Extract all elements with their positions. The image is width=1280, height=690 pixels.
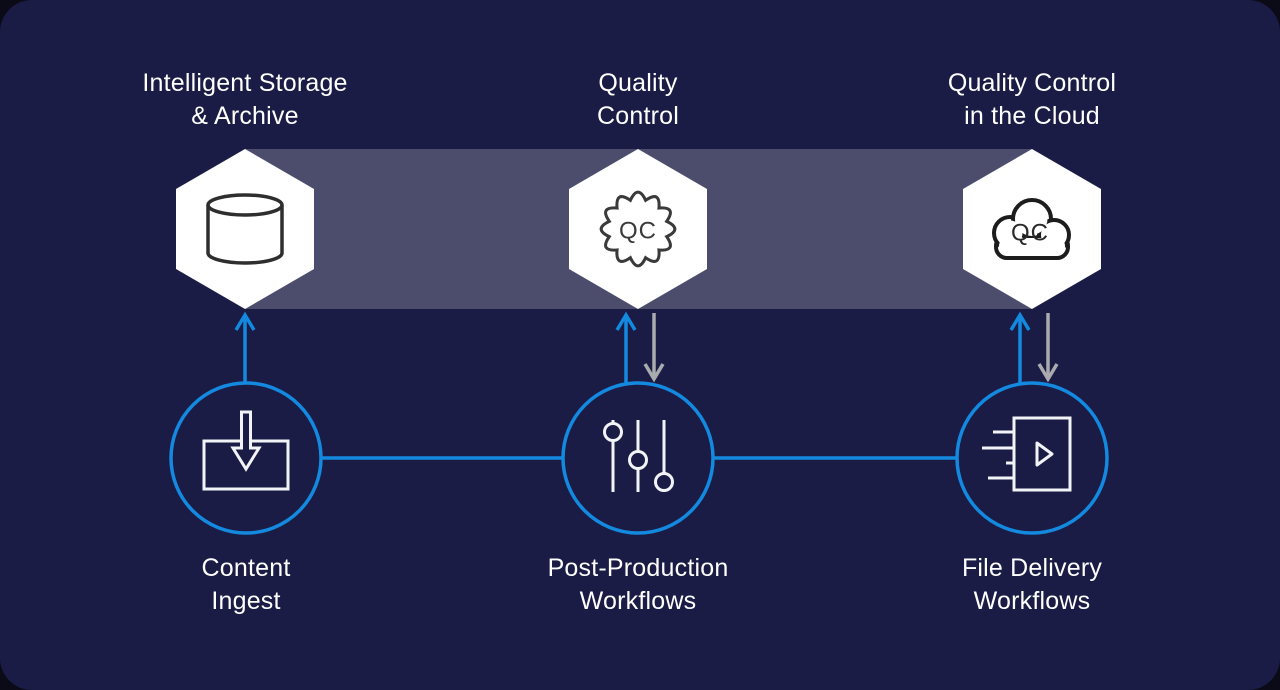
- label-intelligent-storage: Intelligent Storage & Archive: [65, 67, 425, 133]
- label-line: & Archive: [191, 102, 299, 130]
- qc-cloud-text: QC: [1011, 220, 1049, 247]
- storage-cylinder-icon: [206, 193, 284, 265]
- label-post-production: Post-Production Workflows: [458, 552, 818, 618]
- qc-badge-text: QC: [619, 218, 657, 245]
- qc-cloud-icon: [992, 198, 1071, 260]
- label-line: File Delivery: [961, 554, 1103, 582]
- label-line: in the Cloud: [964, 102, 1100, 130]
- up-arrow-ingest-to-storage: [234, 311, 256, 384]
- sliders-icon: [603, 420, 674, 492]
- label-line: Quality: [598, 69, 678, 97]
- label-line: Workflows: [973, 587, 1091, 615]
- label-file-delivery: File Delivery Workflows: [852, 552, 1212, 618]
- label-line: Ingest: [211, 587, 281, 615]
- up-arrow-delivery-to-cloudqc: [1009, 311, 1031, 384]
- up-arrow-postprod-to-qc: [615, 311, 637, 384]
- ingest-arrow-box-icon: [202, 410, 290, 491]
- down-arrow-cloudqc-to-delivery: [1037, 313, 1059, 383]
- label-line: Workflows: [579, 587, 697, 615]
- label-line: Quality Control: [947, 69, 1117, 97]
- down-arrow-qc-to-postprod: [643, 313, 665, 383]
- hexagon-intelligent-storage: [176, 149, 314, 309]
- label-line: Intelligent Storage: [142, 69, 348, 97]
- qc-gear-badge-icon: [599, 190, 677, 268]
- circle-file-delivery: [955, 381, 1109, 535]
- label-line: Control: [597, 102, 679, 130]
- delivery-play-box-icon: [982, 416, 1072, 492]
- label-line: Post-Production: [547, 554, 729, 582]
- label-quality-control-cloud: Quality Control in the Cloud: [852, 67, 1212, 133]
- label-quality-control: Quality Control: [458, 67, 818, 133]
- label-line: Content: [201, 554, 291, 582]
- label-content-ingest: Content Ingest: [66, 552, 426, 618]
